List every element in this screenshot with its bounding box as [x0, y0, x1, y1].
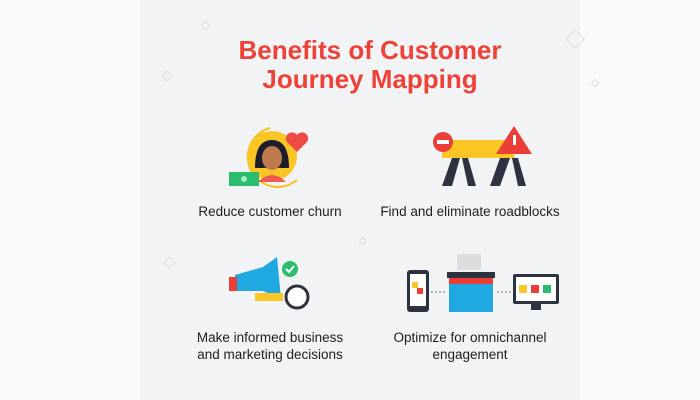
benefit-label-roadblocks: Find and eliminate roadblocks [380, 204, 560, 219]
background-panel [140, 0, 580, 400]
benefit-label-reduce-churn: Reduce customer churn [198, 204, 342, 219]
omnichannel-store-icon [407, 254, 559, 312]
customer-heart-icon [229, 127, 309, 188]
benefit-label-omnichannel: Optimize for omnichannel engagement [350, 329, 590, 363]
benefit-label-informed-decisions: Make informed business and marketing dec… [150, 329, 390, 363]
label-line-1: Make informed business [196, 330, 344, 345]
title-line-1: Benefits of Customer [238, 35, 502, 65]
page-title: Benefits of Customer Journey Mapping [0, 36, 700, 94]
megaphone-magnifier-icon [229, 257, 310, 310]
title-line-2: Journey Mapping [262, 64, 478, 94]
label-line-2: and marketing decisions [197, 347, 343, 362]
roadblock-icon [433, 126, 532, 186]
label-line-2: engagement [432, 347, 508, 362]
label-line-1: Optimize for omnichannel [393, 330, 547, 345]
